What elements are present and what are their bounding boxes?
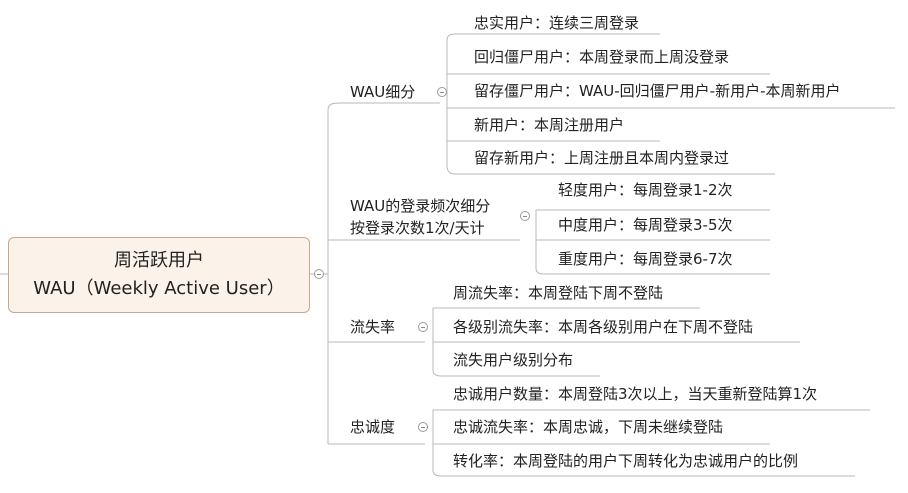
leaf-weekly-churn-rate[interactable]: 周流失率：本周登陆下周不登陆 (453, 284, 664, 302)
leaf-churned-user-level-distribution[interactable]: 流失用户级别分布 (453, 351, 574, 369)
branch-login-frequency-line1: WAU的登录频次细分 (350, 197, 491, 215)
leaf-medium-users[interactable]: 中度用户：每周登录3-5次 (558, 216, 733, 234)
branch-loyalty[interactable]: 忠诚度 (350, 418, 396, 436)
leaf-new-users[interactable]: 新用户：本周注册用户 (474, 116, 625, 134)
branch-loyalty-collapse-icon[interactable] (418, 422, 428, 432)
leaf-returning-zombie-users[interactable]: 回归僵尸用户：本周登录而上周没登录 (474, 48, 730, 66)
leaf-light-users[interactable]: 轻度用户：每周登录1-2次 (558, 181, 733, 199)
leaf-loyal-user-count[interactable]: 忠诚用户数量：本周登陆3次以上，当天重新登陆算1次 (453, 385, 818, 403)
root-subtitle: WAU（Weekly Active User） (33, 278, 285, 299)
branch-login-frequency-line2: 按登录次数1次/天计 (350, 219, 485, 237)
leaf-retained-zombie-users[interactable]: 留存僵尸用户：WAU-回归僵尸用户-新用户-本周新用户 (474, 82, 841, 100)
leaf-conversion-rate[interactable]: 转化率：本周登陆的用户下周转化为忠诚用户的比例 (453, 452, 799, 470)
leaf-level-churn-rate[interactable]: 各级别流失率：本周各级别用户在下周不登陆 (453, 318, 754, 336)
root-title: 周活跃用户 (114, 250, 204, 271)
leaf-loyal-churn-rate[interactable]: 忠诚流失率：本周忠诚，下周未继续登陆 (453, 418, 724, 436)
branch-wau-segment[interactable]: WAU细分 (350, 83, 416, 101)
branch-login-frequency-collapse-icon[interactable] (520, 211, 530, 221)
branch-churn-rate-collapse-icon[interactable] (418, 322, 428, 332)
branch-churn-rate[interactable]: 流失率 (350, 318, 396, 336)
leaf-loyal-users[interactable]: 忠实用户：连续三周登录 (474, 14, 640, 32)
root-collapse-icon[interactable] (314, 269, 324, 279)
branch-wau-segment-collapse-icon[interactable] (437, 87, 447, 97)
leaf-retained-new-users[interactable]: 留存新用户：上周注册且本周内登录过 (474, 149, 730, 167)
branch-login-frequency[interactable]: WAU的登录频次细分 按登录次数1次/天计 (350, 195, 490, 239)
root-node[interactable]: 周活跃用户 WAU（Weekly Active User） (8, 237, 310, 313)
leaf-heavy-users[interactable]: 重度用户：每周登录6-7次 (558, 250, 733, 268)
